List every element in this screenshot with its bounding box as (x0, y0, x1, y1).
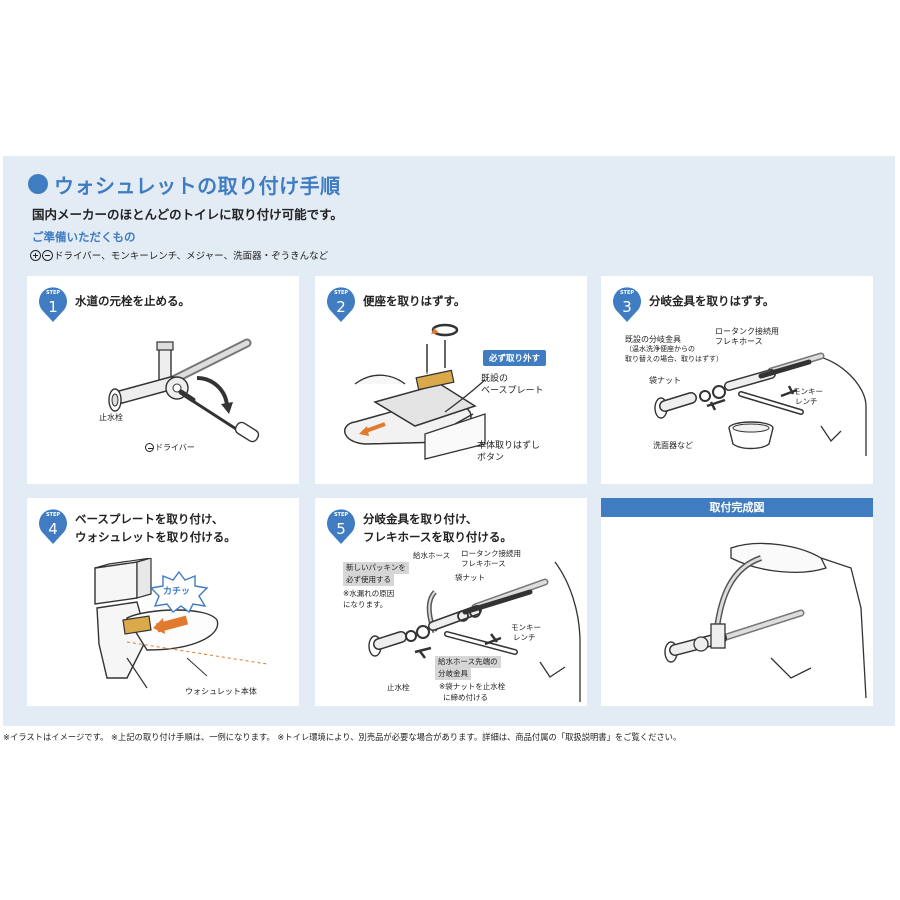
base-plate-label-2: ベースプレート (481, 386, 544, 396)
valve-label: 止水栓 (387, 683, 410, 692)
step-2-card: STEP 2 便座を取りはずす。 必ず取り外す 既設の ベースプレート 本体取り… (315, 276, 587, 484)
step-1-title: 水道の元栓を止める。 (75, 294, 190, 308)
washlet-body-label: ウォシュレット本体 (185, 687, 257, 696)
fitting-note-1: 給水ホース先端の (435, 656, 501, 668)
must-remove-label: 必ず取り外す (483, 350, 547, 366)
step-1-card: STEP 1 水道の元栓を止める。 止水栓 ドライバー (27, 276, 299, 484)
wrench-label-2: レンチ (513, 633, 536, 642)
basin-label: 洗面器など (653, 441, 693, 450)
tank-hose-label-1: ロータンク接続用 (461, 549, 521, 558)
step-4-number: 4 (48, 520, 58, 538)
valve-label: 止水栓 (99, 413, 123, 422)
step-2-badge: STEP 2 (327, 286, 355, 322)
step-3-card: STEP 3 分岐金具を取りはずす。 既設の分岐金具 （温水洗浄便座からの 取り… (601, 276, 873, 484)
seat-removal-illustration (344, 323, 486, 460)
existing-fitting-label-1: 既設の分岐金具 (625, 335, 681, 344)
branch-fitting-install-illustration (368, 561, 581, 702)
plus-screw-icon (30, 249, 41, 261)
complete-title: 取付完成図 (601, 498, 873, 517)
step-3-number: 3 (622, 298, 632, 316)
step-5-card: STEP 5 分岐金具を取り付け、 フレキホースを取り付ける。 新しいパッキンを… (315, 498, 587, 706)
driver-label: ドライバー (145, 442, 195, 453)
base-plate-label-1: 既設の (481, 374, 509, 384)
shutoff-valve-illustration (108, 338, 260, 443)
cap-nut-label: 袋ナット (649, 376, 681, 385)
title-bullet-icon (28, 174, 48, 194)
step-5-title: 分岐金具を取り付け、 フレキホースを取り付ける。 (363, 512, 512, 544)
tank-hose-label-2: フレキホース (461, 559, 506, 568)
prep-items: ドライバー、モンキーレンチ、メジャー、洗面器・ぞうきんなど (30, 248, 328, 262)
fitting-note-2: 分岐金具 (435, 668, 471, 680)
step-5-number: 5 (336, 520, 346, 538)
step-3-title: 分岐金具を取りはずす。 (649, 294, 775, 308)
completed-installation-illustration (664, 542, 867, 698)
page-title: ウォシュレットの取り付け手順 (54, 173, 341, 198)
prep-items-text: ドライバー、モンキーレンチ、メジャー、洗面器・ぞうきんなど (54, 251, 329, 262)
existing-fitting-label-3: 取り替えの場合、取りはずす） (625, 355, 723, 363)
existing-fitting-label-2: （温水洗浄便座からの (625, 345, 695, 353)
step-4-title: ベースプレートを取り付け、 ウォシュレットを取り付ける。 (75, 512, 236, 544)
prep-title: ご準備いただくもの (32, 230, 136, 244)
wrench-label-1: モンキー (793, 387, 823, 396)
click-label: カチッ (163, 587, 191, 597)
complete-card: 取付完成図 (601, 498, 873, 706)
step-5-badge: STEP 5 (327, 508, 355, 544)
packing-note-1: 新しいパッキンを (343, 562, 409, 574)
step-4-badge: STEP 4 (39, 508, 67, 544)
tank-hose-label-1: ロータンク接続用 (715, 327, 779, 336)
washlet-install-illustration (94, 558, 268, 689)
footer-note: ※イラストはイメージです。 ※上記の取り付け手順は、一例になります。 ※トイレ環… (3, 732, 682, 742)
click-burst-icon (149, 570, 209, 614)
step-2-title: 便座を取りはずす。 (363, 294, 466, 308)
wrench-label-1: モンキー (511, 623, 541, 632)
supply-hose-label: 給水ホース (413, 551, 451, 560)
nut-note-1: ※袋ナットを止水栓 (439, 682, 506, 691)
packing-note-2: 必ず使用する (343, 574, 394, 586)
wrench-label-2: レンチ (795, 397, 818, 406)
release-button-label-2: ボタン (477, 453, 505, 463)
tank-hose-label-2: フレキホース (715, 337, 763, 346)
cap-nut-label: 袋ナット (455, 573, 485, 582)
title-row: ウォシュレットの取り付け手順 (28, 170, 341, 198)
step-1-number: 1 (48, 298, 58, 316)
step-3-badge: STEP 3 (613, 286, 641, 322)
nut-note-2: に締め付ける (443, 693, 488, 702)
leak-note-2: になります。 (343, 600, 388, 609)
minus-screw-icon (42, 249, 53, 261)
minus-screw-icon (145, 443, 154, 452)
step-1-badge: STEP 1 (39, 286, 67, 322)
page-subtitle: 国内メーカーのほとんどのトイレに取り付け可能です。 (32, 207, 343, 222)
step-2-number: 2 (336, 298, 346, 316)
leak-note-1: ※水漏れの原因 (343, 589, 395, 598)
release-button-label-1: 本体取りはずし (477, 441, 541, 451)
branch-fitting-removal-illustration (654, 352, 867, 456)
step-4-card: STEP 4 ベースプレートを取り付け、 ウォシュレットを取り付ける。 カチッ … (27, 498, 299, 706)
